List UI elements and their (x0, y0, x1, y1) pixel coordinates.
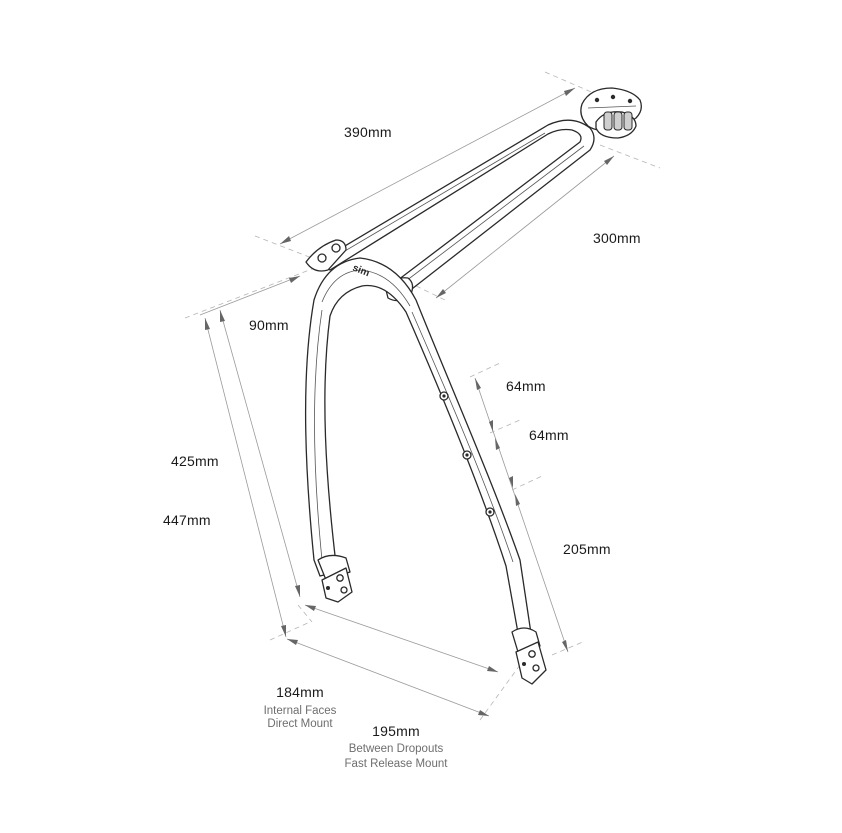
note-fast-release-mount: Fast Release Mount (344, 758, 448, 770)
seatpost-clamp (580, 87, 642, 139)
dimension-lines (184, 71, 661, 721)
dim-label-184: 184mm (276, 684, 324, 700)
dim-label-447: 447mm (163, 512, 211, 528)
rack-frame: sim (304, 87, 642, 685)
note-between-dropouts: Between Dropouts (348, 743, 444, 755)
dim-label-300: 300mm (593, 230, 641, 246)
note-internal-faces: Internal Faces (263, 705, 337, 717)
dim-label-64-second: 64mm (529, 427, 569, 443)
dim-label-390: 390mm (344, 124, 392, 140)
left-joint (305, 239, 347, 272)
note-direct-mount: Direct Mount (267, 718, 333, 730)
mounting-holes (439, 391, 495, 517)
left-dropout (317, 554, 353, 603)
dim-label-205: 205mm (563, 541, 611, 557)
dim-label-425: 425mm (171, 453, 219, 469)
right-dropout (511, 627, 547, 685)
dim-label-195: 195mm (372, 723, 420, 739)
dim-label-90: 90mm (249, 317, 289, 333)
dim-label-64-first: 64mm (506, 378, 546, 394)
